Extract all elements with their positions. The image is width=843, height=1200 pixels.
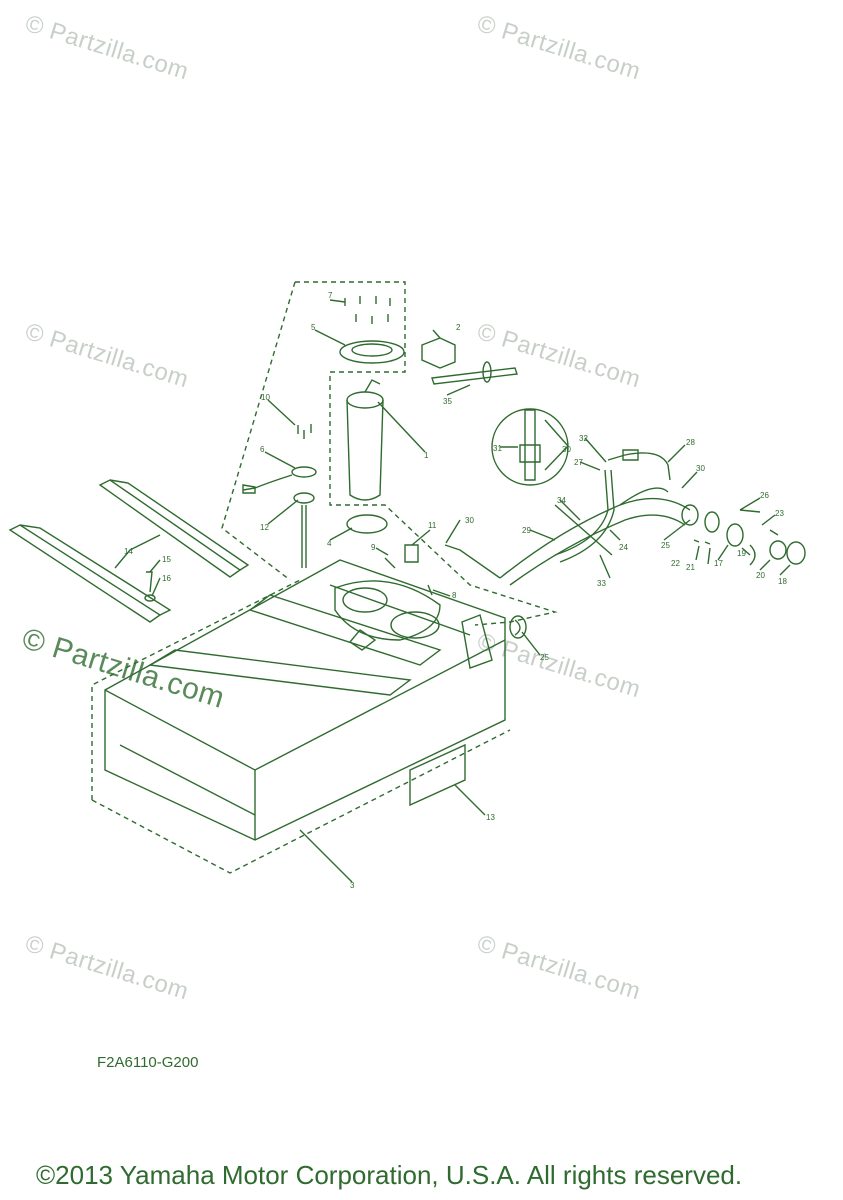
mounting-bracket [8, 479, 250, 623]
callout-2: 2 [456, 323, 461, 332]
callout-23: 23 [775, 509, 784, 518]
filler-hose [499, 487, 691, 586]
callout-31: 31 [493, 444, 502, 453]
callout-22: 22 [671, 559, 680, 568]
fitting [384, 544, 501, 596]
callout-34: 34 [557, 496, 566, 505]
callout-30-hose: 30 [696, 464, 705, 473]
fuel-tank [104, 559, 506, 841]
callout-26: 26 [760, 491, 769, 500]
callout-20: 20 [756, 571, 765, 580]
callout-30-detail: 30 [562, 445, 571, 454]
callout-17: 17 [714, 559, 723, 568]
callout-6: 6 [260, 445, 265, 454]
callout-18: 18 [778, 577, 787, 586]
leader-line [114, 299, 791, 883]
callout-21: 21 [686, 563, 695, 572]
callout-25-secondary: 25 [540, 653, 549, 662]
callout-32: 32 [579, 434, 588, 443]
tank-flange [334, 580, 441, 651]
copyright-notice: ©2013 Yamaha Motor Corporation, U.S.A. A… [36, 1160, 743, 1190]
gasket [346, 514, 388, 534]
screw-set [344, 296, 391, 324]
screw-set [297, 424, 312, 439]
callout-4: 4 [327, 539, 332, 548]
callout-5: 5 [311, 323, 316, 332]
callout-3: 3 [350, 881, 355, 890]
callout-12: 12 [260, 523, 269, 532]
callout-16: 16 [162, 574, 171, 583]
callout-15: 15 [162, 555, 171, 564]
fuel-sender-unit [346, 379, 384, 501]
callout-1: 1 [424, 451, 429, 460]
callout-27: 27 [574, 458, 583, 467]
diagram-reference-code: F2A6110-G200 [97, 1054, 199, 1071]
callout-14: 14 [124, 547, 133, 556]
gauge-unit [242, 466, 317, 568]
filler-cap-assembly [509, 504, 806, 639]
callout-9: 9 [371, 543, 376, 552]
breather-hose [554, 449, 671, 563]
callout-24: 24 [619, 543, 628, 552]
dashed-group-outline [91, 579, 301, 800]
breather-pipe [431, 361, 518, 385]
clamp-bracket [421, 337, 456, 369]
callout-30-fitting: 30 [465, 516, 474, 525]
dashed-group-outline [221, 281, 296, 581]
callout-10: 10 [261, 393, 270, 402]
washer [144, 594, 156, 602]
retainer-plate [339, 340, 405, 364]
bolt [146, 571, 153, 593]
callout-labels: 1 2 3 4 5 6 7 8 9 10 11 12 13 14 15 16 1… [124, 291, 787, 890]
callout-19: 19 [737, 549, 746, 558]
callout-35: 35 [443, 397, 452, 406]
dashed-group-outline [295, 281, 558, 626]
callout-29: 29 [522, 526, 531, 535]
callout-13: 13 [486, 813, 495, 822]
callout-7: 7 [328, 291, 333, 300]
callout-33: 33 [597, 579, 606, 588]
callout-25: 25 [661, 541, 670, 550]
dashed-group-outline [91, 729, 511, 874]
label-plate [409, 743, 466, 807]
callout-8: 8 [452, 591, 457, 600]
callout-11: 11 [428, 521, 437, 530]
callout-28: 28 [686, 438, 695, 447]
